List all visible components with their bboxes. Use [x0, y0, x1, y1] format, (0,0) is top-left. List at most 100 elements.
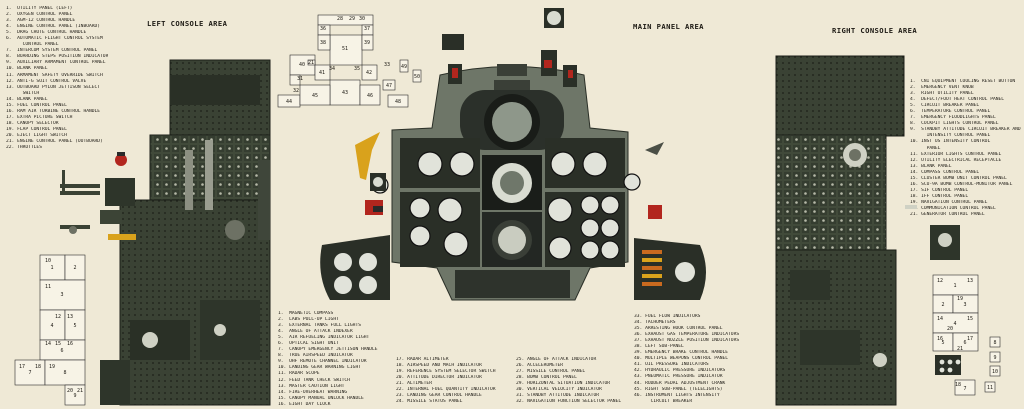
key-number: 48	[395, 99, 401, 105]
legend-item: CIRCUIT BREAKER	[634, 398, 693, 404]
legend-item: 7. INTERCOM SYSTEM CONTROL PANEL	[6, 48, 98, 54]
legend-item: 3. AGM-12 CONTROL HANDLE	[6, 18, 76, 24]
legend-item: 19. REFERENCE SYSTEM SELECTOR SWITCH	[396, 369, 496, 375]
legend-item: 2. OXYGEN CONTROL PANEL	[6, 12, 73, 18]
legend-item: 15. CLUSTER BOMB UNIT CONTROL PANEL	[910, 175, 1007, 181]
legend-item: 3. EXTERNAL TANKS FULL LIGHTS	[278, 323, 361, 329]
key-number: 2	[941, 302, 944, 308]
throttle-quadrant	[258, 160, 270, 240]
legend-item: 14. BLANK PANEL	[6, 96, 48, 102]
key-number: 33	[384, 62, 390, 68]
key-number: 38	[320, 40, 326, 46]
left-key-diagram	[14, 254, 86, 406]
key-number: 19	[49, 364, 55, 370]
main-instrument-panel	[391, 66, 629, 301]
legend-item: 37. EXHAUST NOZZLE POSITION INDICATORS	[634, 338, 740, 344]
key-number: 3	[60, 292, 63, 298]
legend-item: 8. COCKPIT LIGHTS CONTROL PANEL	[910, 121, 999, 127]
legend-item: 21. ENGINE CONTROL PANEL (OUTBOARD)	[6, 139, 103, 145]
key-number: 50	[414, 74, 420, 80]
legend-item: 11. EXTERIOR LIGHTS CONTROL PANEL	[910, 151, 1002, 157]
legend-item: 19. FLAP CONTROL PANEL	[6, 126, 67, 132]
key-number: 30	[359, 16, 365, 22]
main-panel-heading: MAIN PANEL AREA	[633, 22, 704, 31]
legend-item: 23. LANDING GEAR CONTROL HANDLE	[396, 393, 482, 399]
legend-item: INTENSITY CONTROL PANEL	[910, 133, 991, 139]
legend-item: 28. BOMB CONTROL PANEL	[516, 375, 577, 381]
key-number: 40	[299, 62, 305, 68]
key-number: 15	[55, 341, 61, 347]
legend-item: 15. FUEL CONTROL PANEL	[6, 102, 67, 108]
left-sub-panel	[320, 235, 390, 300]
main-gauges	[371, 151, 641, 260]
legend-item: 32. NAVIGATION FUNCTION SELECTOR PANEL	[516, 399, 622, 405]
legend-item: 1. MAGNETIC COMPASS	[278, 311, 334, 316]
legend-item: 13. OUTBOARD PYLON JETTISON SELECT	[6, 84, 101, 90]
key-number: 3	[963, 302, 966, 308]
key-number: 17	[19, 364, 25, 370]
legend-item: 1. UTILITY PANEL (LEFT)	[6, 6, 73, 11]
key-number: 29	[349, 16, 355, 22]
legend-item: 18. IFF CONTROL PANEL	[910, 193, 969, 199]
legend-item: 41. OIL PRESSURE INDICATORS	[634, 362, 709, 368]
key-number: 8	[993, 340, 996, 346]
legend-item: 7. EMERGENCY FLOODLIGHTS PANEL	[910, 115, 996, 121]
left-console-small-parts	[60, 152, 136, 240]
legend-item: 21. ALTIMETER	[396, 381, 432, 387]
key-number: 19	[957, 296, 963, 302]
key-number: 2	[73, 265, 76, 271]
legend-item: 20. ATTITUDE DIRECTOR INDICATOR	[396, 375, 482, 381]
main-side-parts	[355, 132, 664, 219]
legend-item: 21. GENERATOR CONTROL PANEL	[910, 212, 985, 218]
legend-item: 4. ENGINE CONTROL PANEL (INBOARD)	[6, 24, 101, 30]
legend-item: SWITCH	[6, 90, 40, 96]
legend-item: 24. MISSILE STATUS PANEL	[396, 399, 463, 405]
legend-item: 6. TEMPERATURE CONTROL PANEL	[910, 109, 991, 115]
right-key-diagram	[932, 274, 1001, 396]
legend-item: 26. ACCELEROMETER	[516, 363, 564, 369]
key-number: 9	[993, 355, 996, 361]
legend-item: 35. ARRESTING HOOK CONTROL PANEL	[634, 326, 723, 332]
key-number: 46	[367, 93, 373, 99]
legend-item: 4. DEFECT/FOOT HEAT CONTROL PANEL	[910, 97, 1005, 103]
key-number: 13	[67, 314, 73, 320]
main-key-diagram	[277, 14, 422, 108]
legend-item: 9. AUXILIARY ARMAMENT CONTROL PANEL	[6, 60, 106, 66]
legend-item: 13. BLANK PANEL	[910, 163, 952, 169]
key-number: 42	[366, 70, 372, 76]
legend-item: 6. OPTICAL SIGHT UNIT	[278, 341, 339, 347]
key-number: 1	[50, 265, 53, 271]
legend-item: 5. DRAG CHUTE CONTROL HANDLE	[6, 30, 87, 36]
legend-item: 45. RIGHT SUB-PANEL (TELELIGHTS)	[634, 386, 723, 392]
legend-item: 10. INST US INTENSITY CONTROL	[910, 139, 991, 145]
key-number: 21	[308, 60, 314, 66]
legend-item: 44. RUDDER PEDAL ADJUSTMENT CRANK	[634, 380, 726, 386]
key-number: 28	[337, 16, 343, 22]
legend-item: 14. FIRE-OVERHEAT WARNING	[278, 389, 348, 395]
key-number: 36	[320, 26, 326, 32]
legend-left-console: 1. UTILITY PANEL (LEFT)2. OXYGEN CONTROL…	[6, 6, 108, 151]
key-number: 9	[73, 393, 76, 399]
legend-item: 14. COMPASS CONTROL PANEL	[910, 169, 980, 175]
right-console-panel	[775, 55, 905, 406]
key-number: 6	[963, 340, 966, 346]
left-console-heading: LEFT CONSOLE AREA	[147, 19, 228, 28]
legend-item: 18. CANOPY SELECTOR	[6, 120, 59, 126]
legend-item: 40. MULTIPLE WEAPONS CONTROL PANEL	[634, 356, 729, 362]
key-number: 5	[73, 323, 76, 329]
legend-item: 13. MASTER CAUTION LIGHT	[278, 383, 345, 389]
legend-item: 34. TACHOMETERS	[634, 320, 676, 326]
legend-item: 10. LANDING GEAR WARNING LIGHT	[278, 365, 361, 371]
key-number: 4	[50, 323, 53, 329]
key-number: 35	[354, 66, 360, 72]
legend-item: 11. ARMAMENT SAFETY OVERRIDE SWITCH	[6, 72, 103, 78]
legend-item: 4. ANGLE OF ATTACK INDEXER	[278, 329, 353, 335]
legend-item: 43. PNEUMATIC PRESSURE INDICATOR	[634, 374, 723, 380]
legend-item: 2. LABS PULL-UP LIGHT	[278, 317, 339, 323]
